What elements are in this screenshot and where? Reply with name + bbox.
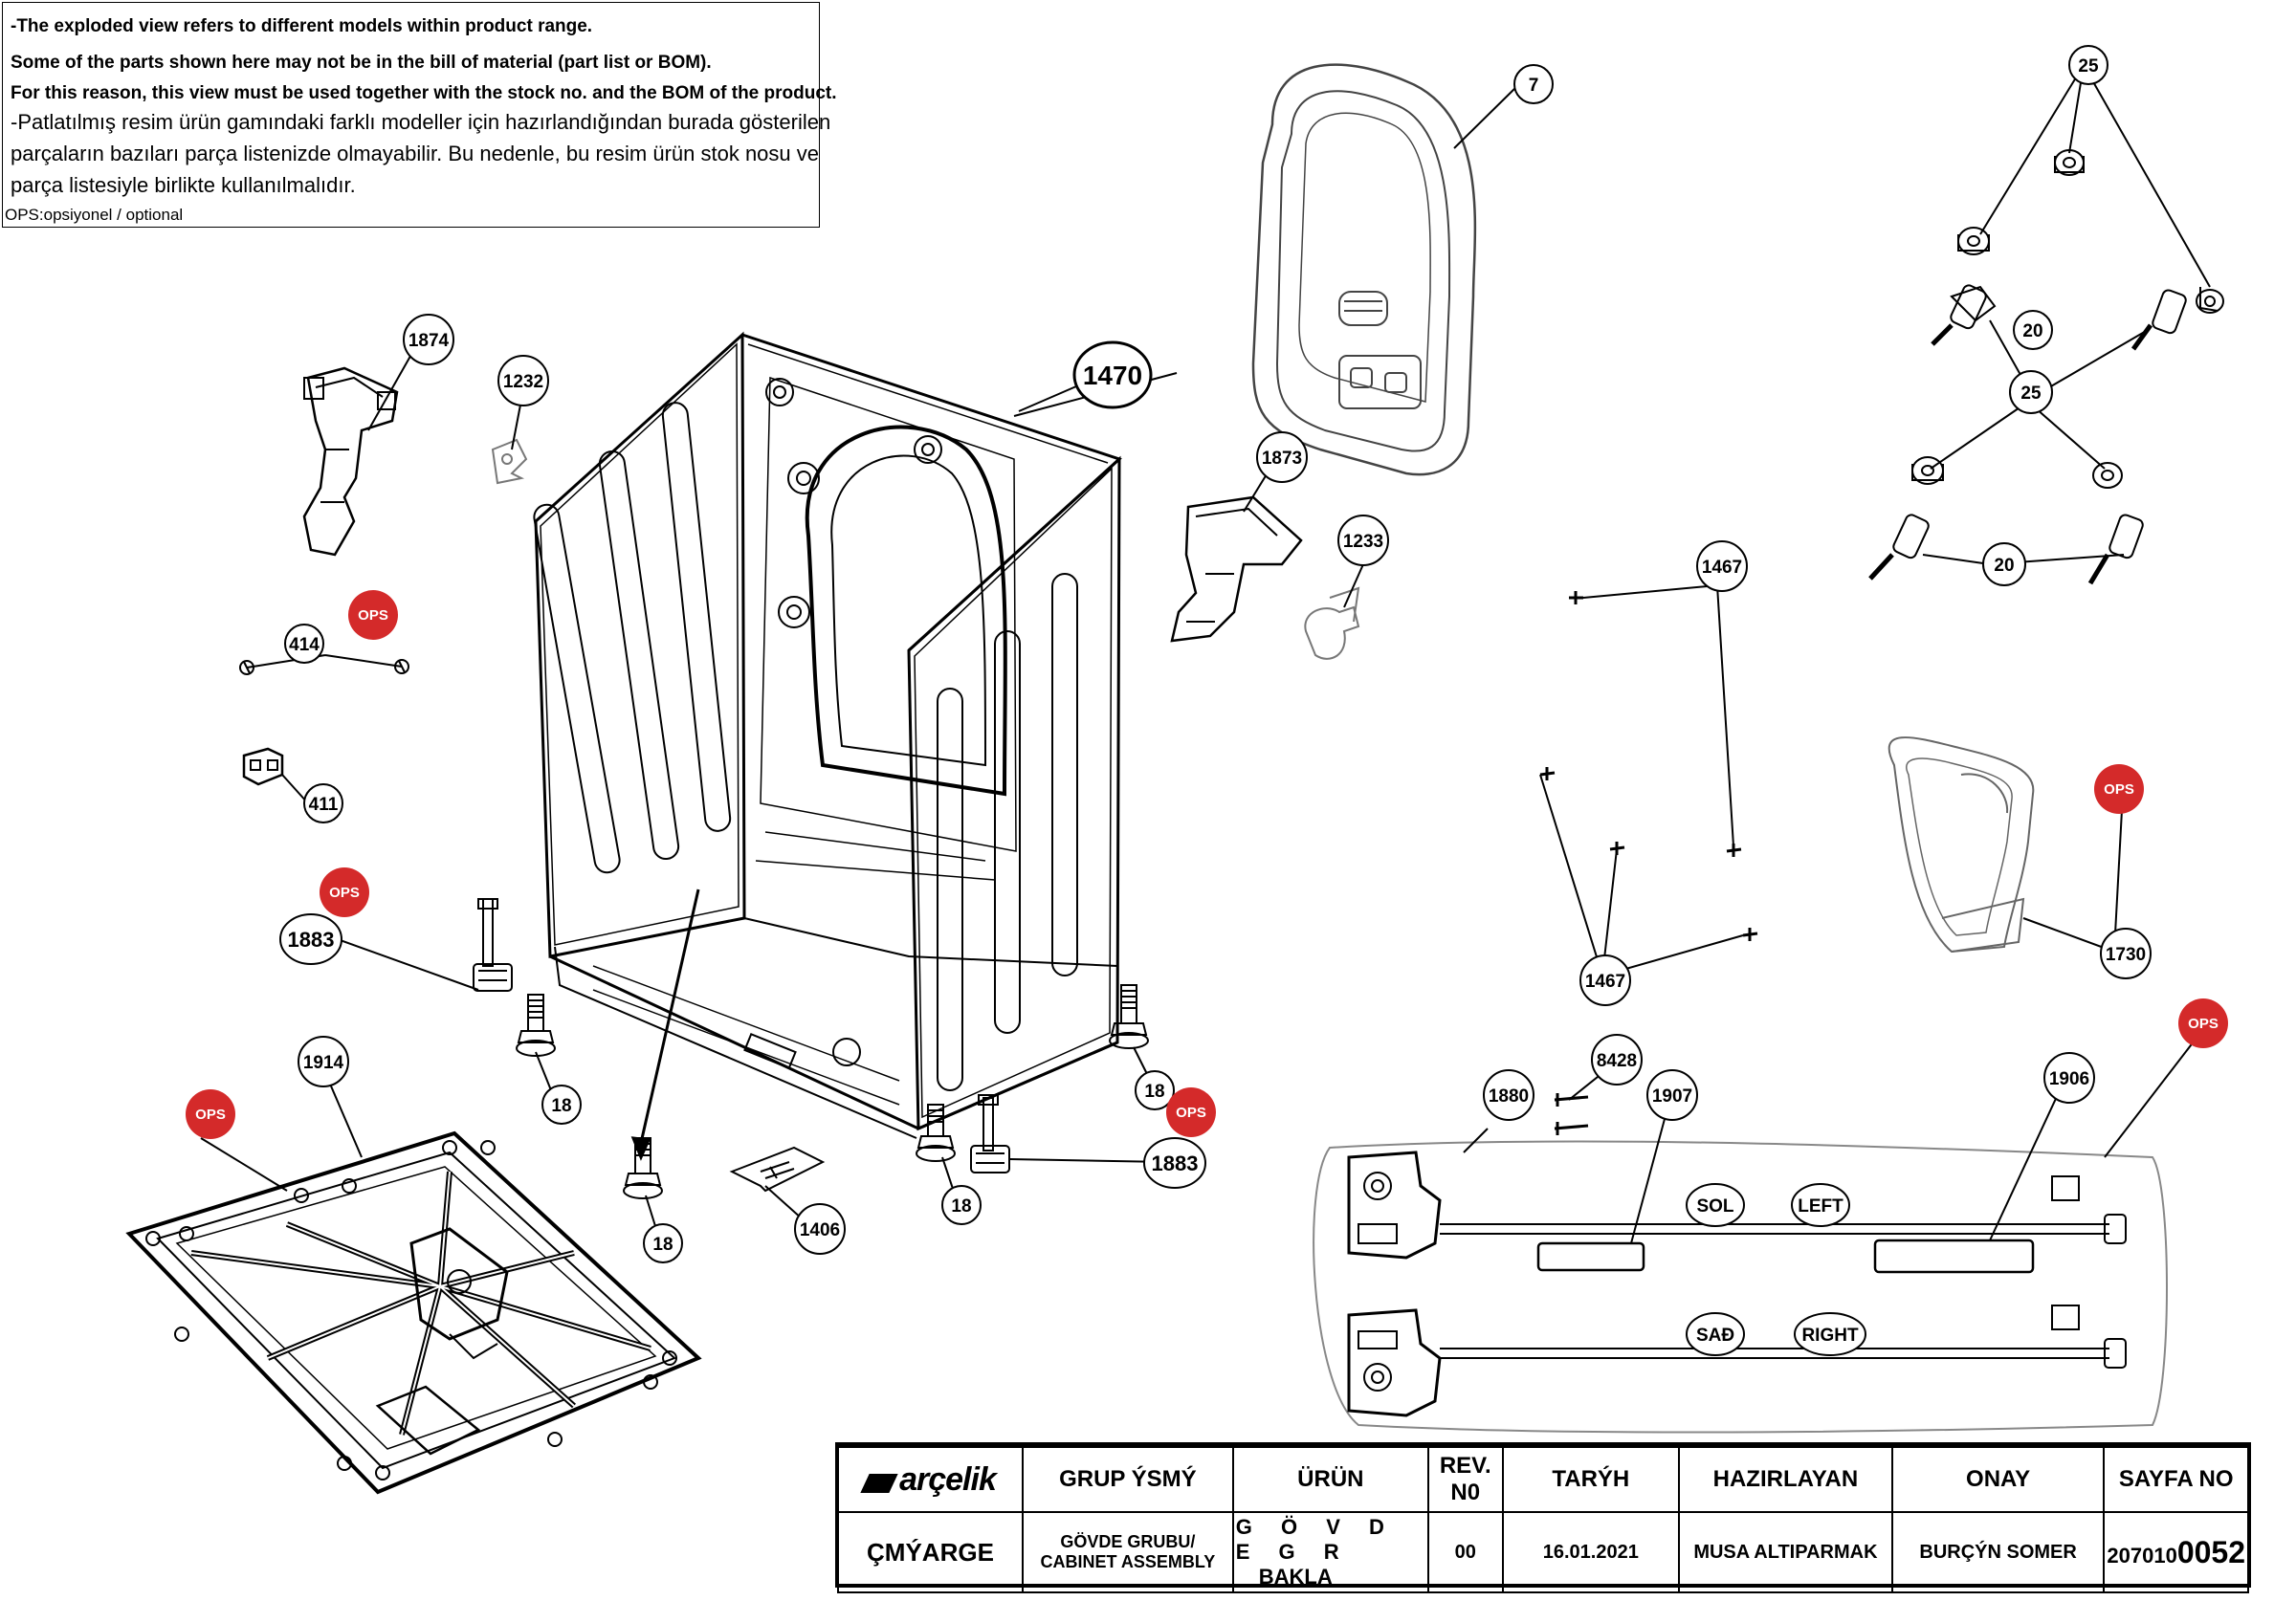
part-1883-right bbox=[970, 1094, 1010, 1173]
callout-25-bottom: 25 bbox=[2020, 384, 2042, 404]
part-1232-clip bbox=[491, 438, 528, 485]
part-18-feet bbox=[516, 984, 1149, 1199]
header-rev: REV. N0 bbox=[1426, 1446, 1504, 1513]
callout-1467-top: 1467 bbox=[1702, 558, 1742, 578]
value-sayfa-prefix: 207010 bbox=[2107, 1543, 2177, 1568]
callout-1873: 1873 bbox=[1262, 449, 1302, 469]
callout-1233: 1233 bbox=[1343, 532, 1383, 552]
ops-badge-1914: OPS bbox=[195, 1107, 226, 1123]
value-sayfa: 2070100052 bbox=[2103, 1511, 2249, 1593]
header-hazirlayan: HAZIRLAYAN bbox=[1678, 1446, 1893, 1513]
notice-line-tr-1: -Patlatılmış resim ürün gamındaki farklı… bbox=[11, 110, 831, 134]
ops-badge-1883-left: OPS bbox=[329, 885, 360, 901]
label-sag: SAĐ bbox=[1696, 1326, 1734, 1346]
callout-18-a: 18 bbox=[551, 1096, 571, 1116]
value-rev: 00 bbox=[1426, 1511, 1504, 1593]
ops-badges bbox=[186, 590, 2228, 1139]
title-block: arçelik GRUP ÝSMÝ ÜRÜN REV. N0 TARÝH HAZ… bbox=[835, 1442, 2251, 1593]
callout-1467-bottom: 1467 bbox=[1585, 972, 1625, 992]
notice-line-tr-3: parça listesiyle birlikte kullanılmalıdı… bbox=[11, 173, 356, 197]
brand-logo-icon bbox=[860, 1474, 898, 1494]
value-urun-line1: G Ö V D E G R bbox=[1235, 1515, 1396, 1564]
value-tarih: 16.01.2021 bbox=[1501, 1511, 1681, 1593]
header-grup: GRUP ÝSMÝ bbox=[1021, 1446, 1234, 1513]
callout-1883-right: 1883 bbox=[1152, 1151, 1199, 1175]
part-1873-bracket bbox=[1170, 495, 1303, 643]
callout-1880: 1880 bbox=[1489, 1086, 1529, 1107]
door-frame bbox=[1251, 63, 1477, 476]
callout-414: 414 bbox=[289, 635, 320, 655]
notice-line-en-3: For this reason, this view must be used … bbox=[11, 83, 837, 103]
ops-note: OPS:opsiyonel / optional bbox=[5, 206, 184, 224]
value-grup: GÖVDE GRUBU/ CABINET ASSEMBLY bbox=[1021, 1511, 1234, 1593]
part-1406-label bbox=[729, 1146, 826, 1193]
value-hazirlayan: MUSA ALTIPARMAK bbox=[1678, 1511, 1893, 1593]
callout-1406: 1406 bbox=[800, 1220, 840, 1240]
callout-1883-left: 1883 bbox=[288, 928, 335, 952]
callout-7: 7 bbox=[1529, 76, 1539, 96]
part-1914-base-frame bbox=[125, 1130, 702, 1495]
part-1883-left bbox=[473, 898, 513, 992]
callout-1874: 1874 bbox=[408, 331, 450, 351]
callout-1470: 1470 bbox=[1083, 361, 1142, 390]
part-1467-screws bbox=[1539, 591, 1758, 941]
callouts bbox=[279, 45, 2152, 1356]
value-onay: BURÇÝN SOMER bbox=[1890, 1511, 2106, 1593]
label-sol: SOL bbox=[1696, 1196, 1733, 1217]
brand-name: arçelik bbox=[899, 1460, 997, 1498]
cabinet-body bbox=[533, 331, 1122, 1139]
arrow-foot bbox=[630, 888, 700, 1161]
header-sayfa: SAYFA NO bbox=[2103, 1446, 2249, 1513]
callout-8428: 8428 bbox=[1597, 1051, 1637, 1071]
callout-20-bottom: 20 bbox=[1994, 556, 2014, 576]
callout-25-top: 25 bbox=[2078, 56, 2099, 77]
callout-18-b: 18 bbox=[1144, 1082, 1164, 1102]
value-urun: G Ö V D E G R BAKLA bbox=[1231, 1511, 1429, 1593]
part-1730-housing bbox=[1888, 736, 2035, 954]
part-1874-bracket bbox=[302, 366, 399, 557]
part-8428-screws bbox=[1554, 1093, 1589, 1135]
ops-badge-1880: OPS bbox=[2188, 1016, 2219, 1032]
callout-411: 411 bbox=[309, 795, 339, 815]
header-urun: ÜRÜN bbox=[1231, 1446, 1429, 1513]
callout-1906: 1906 bbox=[2049, 1069, 2089, 1089]
header-tarih: TARÝH bbox=[1501, 1446, 1681, 1513]
part-25-20-set-top bbox=[1931, 149, 2224, 351]
ops-badge-1730: OPS bbox=[2104, 781, 2134, 798]
value-brand-sub: ÇMÝARGE bbox=[837, 1511, 1024, 1593]
header-onay: ONAY bbox=[1890, 1446, 2106, 1513]
part-1880-harness-area bbox=[1313, 1140, 2168, 1434]
part-1233-clip bbox=[1304, 586, 1360, 660]
notice-line-en-1: -The exploded view refers to different m… bbox=[11, 16, 593, 36]
ops-badge-414: OPS bbox=[358, 607, 388, 624]
leader-lines bbox=[200, 64, 2211, 1244]
label-right: RIGHT bbox=[1801, 1326, 1859, 1346]
brand-cell: arçelik bbox=[837, 1446, 1024, 1513]
part-411-clip bbox=[242, 747, 284, 786]
callout-18-c: 18 bbox=[951, 1196, 971, 1217]
notice-line-en-2: Some of the parts shown here may not be … bbox=[11, 53, 712, 73]
callout-1730: 1730 bbox=[2106, 945, 2146, 965]
notice-line-tr-2: parçaların bazıları parça listenizde olm… bbox=[11, 142, 820, 165]
value-sayfa-suffix: 0052 bbox=[2176, 1534, 2245, 1569]
part-414-screws bbox=[239, 659, 409, 675]
ops-badge-1883-right: OPS bbox=[1176, 1105, 1206, 1121]
callout-20-top: 20 bbox=[2022, 321, 2042, 341]
callout-1907: 1907 bbox=[1652, 1086, 1692, 1107]
callout-1914: 1914 bbox=[303, 1053, 344, 1073]
value-urun-line2: BAKLA bbox=[1258, 1565, 1333, 1589]
notice-box: -The exploded view refers to different m… bbox=[2, 2, 837, 228]
part-25-20-set-bottom bbox=[1868, 456, 2144, 585]
label-left: LEFT bbox=[1798, 1196, 1843, 1217]
callout-1232: 1232 bbox=[503, 372, 543, 392]
callout-18-d: 18 bbox=[652, 1235, 673, 1255]
